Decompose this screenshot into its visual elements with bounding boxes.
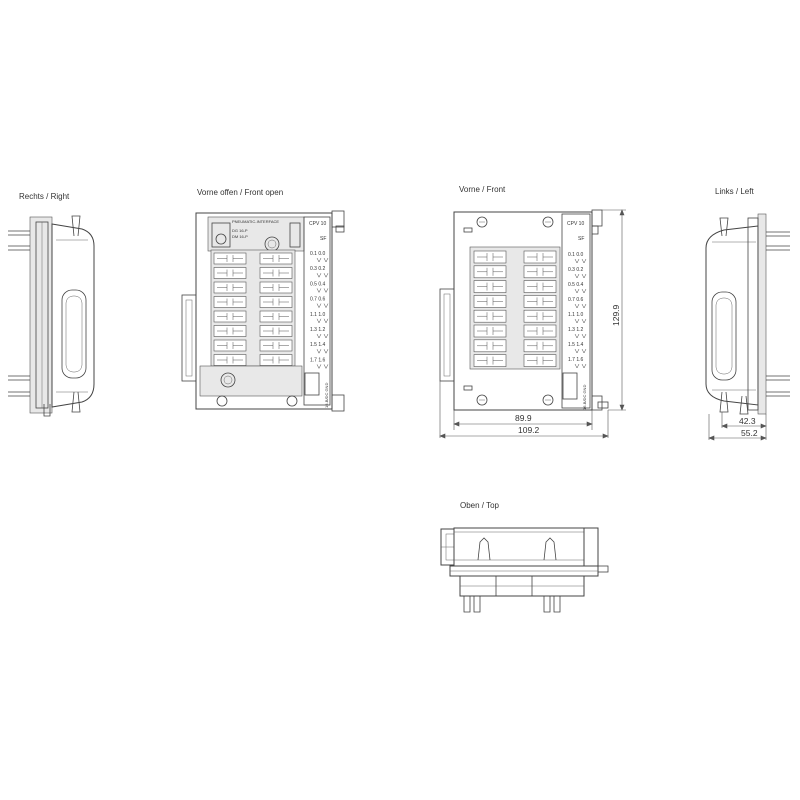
valve-cell [473,354,507,367]
valve-cell [259,339,293,352]
label-front-open-view: Vorne offen / Front open [197,188,283,197]
led-indicator [316,318,329,324]
front-sf-label: SF [578,236,584,242]
valve-cell [473,309,507,323]
led-label-front-7: 1.7 1.6 [568,357,584,363]
led-indicator [316,364,329,369]
front-side-text: 16-B/DC GND [582,385,587,410]
valve-cell [259,354,293,366]
valve-cell [259,281,293,294]
valve-cell [473,339,507,353]
valve-cell [259,296,293,308]
led-indicator [574,273,587,279]
led-label-front-5: 1.3 1.2 [568,327,584,333]
led-indicator [316,257,329,263]
valve-cell [523,265,557,279]
led-label-open-4: 1.1 1.0 [310,312,326,318]
label-right-view: Rechts / Right [19,192,70,201]
led-indicator [574,363,587,369]
led-label-open-3: 0.7 0.6 [310,297,326,303]
valve-cell [473,265,507,279]
valve-cell [473,280,507,293]
valve-cell [523,309,557,323]
dim-depth-inner: 42.3 [739,416,756,426]
dim-depth-total: 55.2 [741,428,758,438]
led-label-front-6: 1.5 1.4 [568,342,584,348]
valve-cell [523,280,557,293]
front-valve-cell-grid [473,250,557,367]
valve-cell [523,324,557,338]
led-label-open-6: 1.5 1.4 [310,342,326,348]
front-led-labels: 0.1 0.0 0.3 0.2 0.5 0.4 0.7 0.6 1.1 1.0 1.3 1… [568,252,587,369]
sf-label: SF [320,236,326,242]
left-dimensions [708,412,767,441]
led-label-front-4: 1.1 1.0 [568,312,584,318]
valve-cell [213,310,247,323]
valve-cell [523,295,557,308]
led-indicator [574,348,587,354]
left-side-view: 42.3 55.2 [705,213,790,441]
dim-height: 129.9 [611,304,621,326]
led-label-open-7: 1.7 1.6 [310,357,326,363]
valve-cell [259,252,293,265]
valve-cell [523,250,557,264]
valve-cell [213,354,247,366]
front-view: CPV 10 SF 0.1 0.0 0.3 0.2 0.5 0.4 0.7 0.6 1.… [439,209,626,439]
top-view [440,527,609,613]
led-indicator [574,318,587,324]
valve-cell [213,325,247,337]
led-label-open-5: 1.3 1.2 [310,327,326,333]
label-left-view: Links / Left [715,187,754,196]
led-label-open-0: 0.1 0.0 [310,251,326,257]
interface-line-2: DM 16-P [232,234,248,239]
led-indicator [316,349,329,354]
label-front-view: Vorne / Front [459,185,506,194]
led-indicator [574,288,587,294]
led-indicator [574,333,587,339]
front-model-label: CPV 10 [567,221,584,227]
led-label-open-2: 0.5 0.4 [310,281,326,287]
led-label-front-3: 0.7 0.6 [568,297,584,303]
valve-cell [473,250,507,264]
valve-cell [473,324,507,338]
valve-cell [523,354,557,367]
valve-cell [213,296,247,308]
valve-cell [259,310,293,323]
front-open-view: PNEUMATIC-INTERFACE DG 16-P DM 16-P CPV … [181,210,345,412]
led-indicator [574,303,587,309]
side-text: 16-B/DC GND [324,383,329,408]
valve-cell [523,339,557,353]
led-labels: 0.1 0.0 0.3 0.2 0.5 0.4 0.7 0.6 1.1 1.0 1.3 1… [310,251,329,369]
valve-cell [473,295,507,308]
led-indicator [316,288,329,293]
valve-cell [213,339,247,352]
interface-line-1: DG 16-P [232,228,248,233]
led-label-front-0: 0.1 0.0 [568,252,584,258]
valve-cell [259,267,293,279]
valve-cell-grid [213,252,293,366]
valve-cell [259,325,293,337]
led-label-open-1: 0.3 0.2 [310,266,326,272]
label-top-view: Oben / Top [460,501,500,510]
valve-cell [213,267,247,279]
dim-total-width: 109.2 [518,425,540,435]
front-dimensions [439,209,626,439]
led-indicator [316,333,329,339]
valve-cell [213,252,247,265]
interface-title: PNEUMATIC-INTERFACE [232,219,279,224]
led-label-front-2: 0.5 0.4 [568,282,584,288]
valve-cell [213,281,247,294]
led-indicator [316,303,329,309]
led-indicator [574,258,587,264]
right-side-view [8,215,95,417]
led-indicator [316,273,329,278]
dim-inner-width: 89.9 [515,413,532,423]
led-label-front-1: 0.3 0.2 [568,267,584,273]
model-label: CPV 10 [309,221,326,227]
